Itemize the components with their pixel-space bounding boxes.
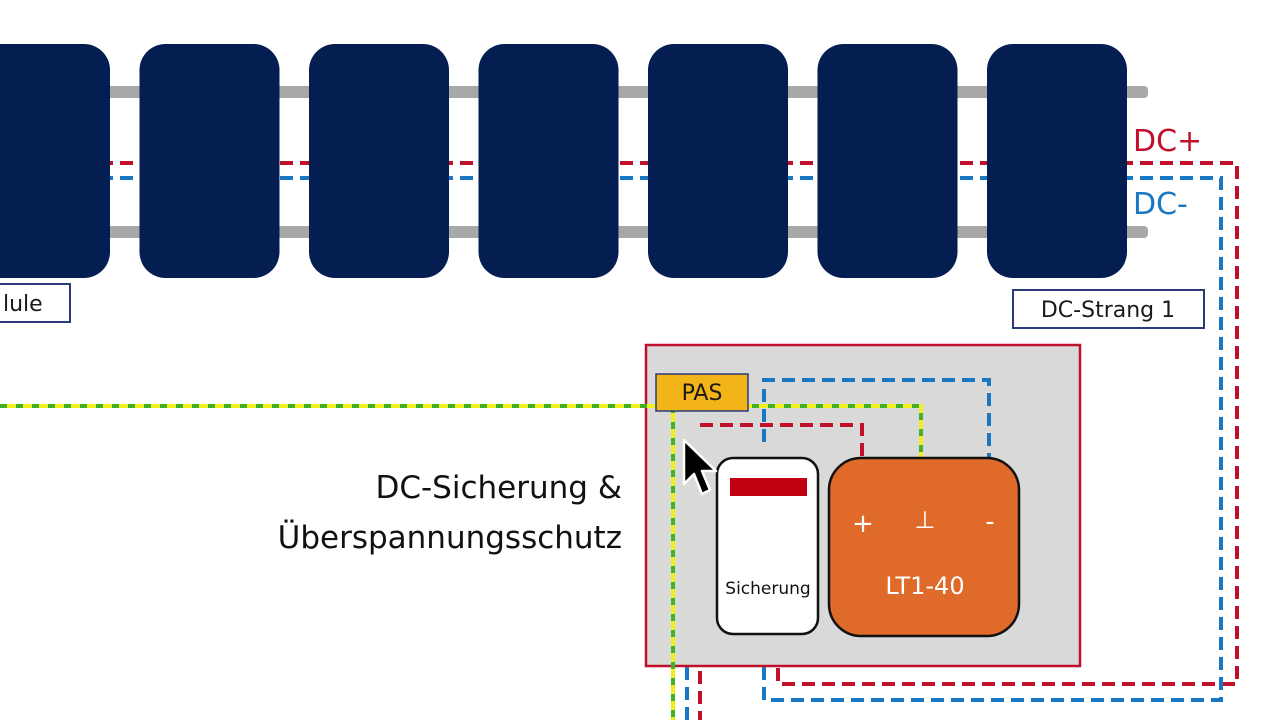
terminal-minus-label: - — [985, 507, 994, 537]
string-tag: DC-Strang 1 — [1012, 289, 1205, 329]
modules-tag-label: lule — [3, 292, 43, 317]
pas-tag: PAS — [655, 373, 749, 412]
solar-panel — [987, 44, 1127, 278]
dc-minus-line — [0, 176, 1223, 720]
earth-line-green — [0, 404, 923, 720]
section-title-line2: Überspannungsschutz — [278, 519, 622, 556]
terminal-ground-label: ⊥ — [915, 506, 936, 534]
dc-minus-label: DC- — [1133, 187, 1188, 222]
dc-plus-label: DC+ — [1133, 124, 1202, 159]
pas-tag-box — [655, 373, 749, 412]
solar-panel — [648, 44, 788, 278]
solar-panel — [309, 44, 449, 278]
modules-tag-box — [0, 283, 71, 323]
fuse-indicator — [730, 478, 807, 496]
solar-panel — [478, 44, 619, 278]
surge-protection-device: + ⊥ - LT1-40 — [827, 456, 1021, 638]
mouse-cursor-icon — [682, 438, 718, 496]
string-tag-box — [1012, 289, 1205, 329]
string-lines — [0, 161, 1239, 720]
fuse: Sicherung — [715, 456, 820, 636]
fuse-label: Sicherung — [725, 579, 810, 599]
earth-line — [0, 404, 923, 720]
modules-tag: lule — [0, 283, 71, 323]
string-tag-label: DC-Strang 1 — [1041, 298, 1175, 323]
solar-panel — [139, 44, 280, 278]
pas-tag-label: PAS — [682, 381, 723, 406]
device-label: LT1-40 — [885, 572, 964, 600]
section-title-line1: DC-Sicherung & — [375, 470, 622, 506]
solar-panel — [0, 44, 110, 278]
dc-minus-to-device — [762, 378, 991, 492]
terminal-plus-label: + — [852, 509, 874, 539]
solar-panel-row — [0, 44, 1127, 278]
fuse-body — [715, 456, 820, 636]
solar-panel — [817, 44, 958, 278]
device-body — [827, 456, 1021, 638]
